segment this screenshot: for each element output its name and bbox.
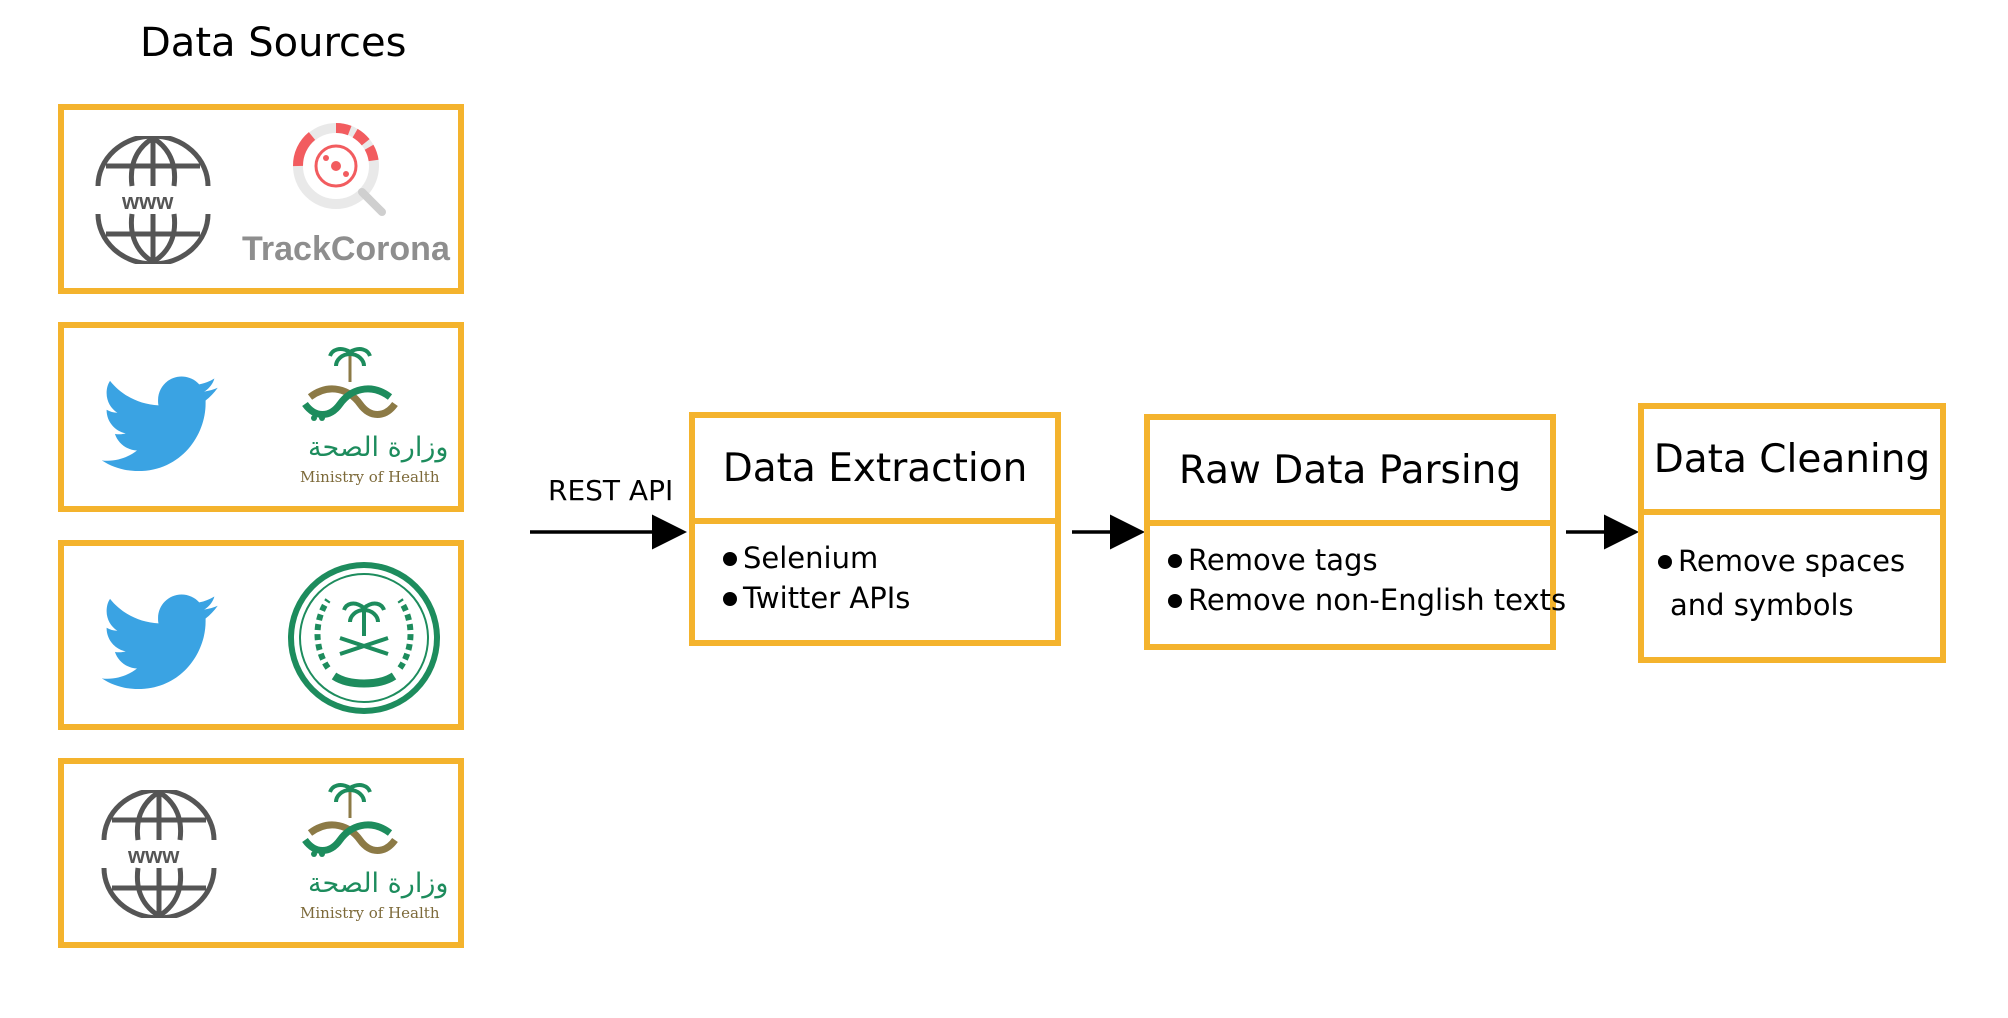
twitter-bird-icon (102, 376, 218, 472)
stage-raw-data-parsing-title: Raw Data Parsing (1144, 414, 1556, 526)
trackcorona-caption: TrackCorona (242, 230, 450, 268)
bullet-dot-icon (1658, 555, 1672, 569)
stage-data-extraction-title: Data Extraction (689, 412, 1061, 524)
bullet-dot-icon (723, 592, 737, 606)
bullet-text: Remove non-English texts (1188, 583, 1567, 617)
trackcorona-logo (292, 123, 386, 216)
stage-data-cleaning-title: Data Cleaning (1638, 403, 1946, 515)
moh-english-name: Ministry of Health (300, 468, 440, 486)
moh-arabic-name: وزارة الصحة (308, 432, 449, 463)
ministry-of-health-logo (302, 783, 398, 857)
stage-title-text: Raw Data Parsing (1178, 447, 1522, 493)
stage-data-cleaning-body: Remove spaces and symbols (1638, 509, 1946, 663)
bullet-text: Remove spaces (1678, 544, 1906, 578)
bullet-item: Twitter APIs (723, 578, 1055, 618)
bullet-text: Remove tags (1188, 543, 1378, 577)
globe-www-icon (95, 136, 211, 264)
bullet-item: Remove spaces (1658, 539, 1940, 583)
source-box-trackcorona: www TrackCorona (58, 104, 464, 294)
bullet-item: Remove tags (1168, 540, 1550, 580)
bullet-text: Twitter APIs (743, 581, 911, 615)
stage-title-text: Data Cleaning (1653, 436, 1931, 482)
www-label: www (122, 189, 174, 214)
stage-data-extraction-body: Selenium Twitter APIs (689, 518, 1061, 646)
stage-raw-data-parsing-body: Remove tags Remove non-English texts (1144, 520, 1566, 650)
www-label: www (128, 843, 180, 868)
data-sources-title: Data Sources (140, 20, 407, 66)
bullet-dot-icon (1168, 594, 1182, 608)
rest-api-label: REST API (548, 474, 674, 507)
bullet-continuation: and symbols (1658, 583, 1940, 627)
stage-title-text: Data Extraction (722, 445, 1028, 491)
saudi-emblem-seal (288, 562, 440, 714)
bullet-text: and symbols (1670, 588, 1854, 622)
moh-arabic-name: وزارة الصحة (308, 868, 449, 899)
ministry-of-health-logo (302, 347, 398, 421)
source-box-web-moh: www وزارة الصحة Ministry of Health (58, 758, 464, 948)
bullet-dot-icon (1168, 554, 1182, 568)
moh-english-name: Ministry of Health (300, 904, 440, 922)
bullet-dot-icon (723, 552, 737, 566)
globe-www-icon (101, 790, 217, 918)
bullet-item: Remove non-English texts (1168, 580, 1566, 620)
bullet-item: Selenium (723, 538, 1055, 578)
twitter-bird-icon (102, 594, 218, 690)
bullet-text: Selenium (743, 541, 879, 575)
source-box-twitter-moh: وزارة الصحة Ministry of Health (58, 322, 464, 512)
source-box-twitter-emblem (58, 540, 464, 730)
